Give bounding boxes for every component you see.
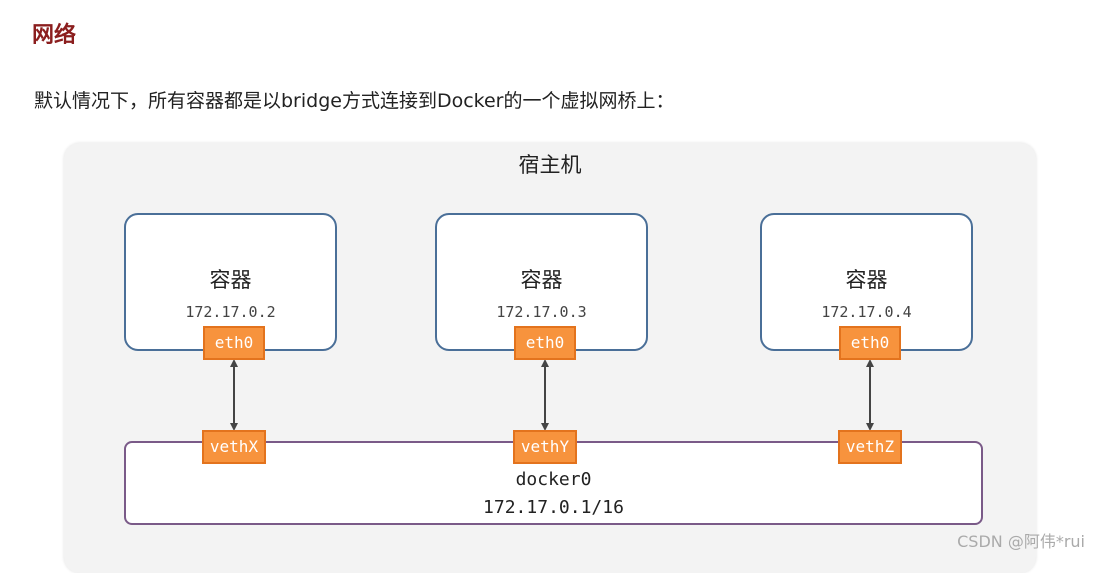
- host-label: 宿主机: [518, 153, 582, 177]
- container-title: 容器: [520, 268, 563, 292]
- container-title: 容器: [209, 268, 252, 292]
- bridge-subnet: 172.17.0.1/16: [483, 497, 624, 518]
- host-machine: 宿主机 容器 172.17.0.2 eth0 容器 172.17.0.3 eth…: [64, 143, 1036, 573]
- container-title: 容器: [845, 268, 888, 292]
- veth-port-z: vethZ: [838, 430, 902, 464]
- eth0-port-1: eth0: [203, 326, 265, 360]
- bridge-name: docker0: [515, 469, 592, 490]
- veth-port-y: vethY: [513, 430, 577, 464]
- eth0-port-2: eth0: [514, 326, 576, 360]
- container-ip: 172.17.0.3: [496, 303, 587, 321]
- section-heading: 网络: [32, 23, 77, 48]
- intro-text: 默认情况下，所有容器都是以bridge方式连接到Docker的一个虚拟网桥上：: [34, 90, 675, 112]
- container-ip: 172.17.0.2: [185, 303, 276, 321]
- container-ip: 172.17.0.4: [821, 303, 912, 321]
- container-1: 容器 172.17.0.2: [124, 213, 337, 351]
- watermark: CSDN @阿伟*rui: [957, 532, 1085, 551]
- eth0-port-3: eth0: [839, 326, 901, 360]
- veth-port-x: vethX: [202, 430, 266, 464]
